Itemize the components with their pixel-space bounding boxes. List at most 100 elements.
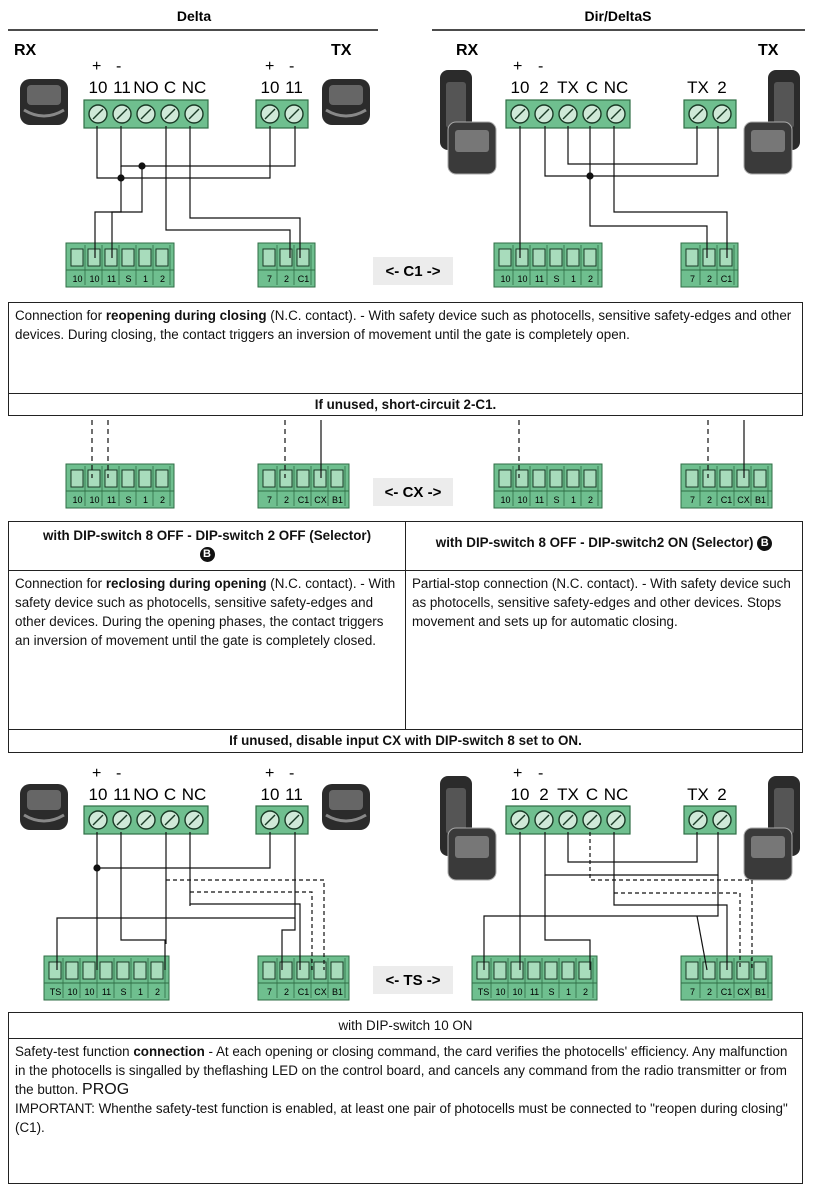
cx-left-title-text: with DIP-switch 8 OFF - DIP-switch 2 OFF… bbox=[42, 528, 372, 543]
c1-description-box: Connection for reopening during closing … bbox=[8, 302, 803, 394]
board-terminal bbox=[138, 469, 152, 488]
board-terminal-label: 10 bbox=[500, 495, 510, 505]
board-terminal bbox=[150, 961, 164, 980]
board-terminal-label: 2 bbox=[707, 274, 712, 284]
terminal-label: 11 bbox=[285, 78, 303, 97]
board-terminal bbox=[313, 961, 327, 980]
cx-right-title-text: with DIP-switch 8 OFF - DIP-switch2 ON (… bbox=[435, 535, 754, 550]
board-terminal bbox=[736, 961, 750, 980]
board-terminal bbox=[685, 961, 699, 980]
screw-slot bbox=[716, 814, 728, 826]
board-terminal-label: S bbox=[125, 274, 131, 284]
board-terminal-label: S bbox=[125, 495, 131, 505]
board-terminal bbox=[515, 469, 529, 488]
screw-slot bbox=[288, 108, 300, 120]
board-terminal-label: 2 bbox=[284, 495, 289, 505]
cx-left-title-box: with DIP-switch 8 OFF - DIP-switch 2 OFF… bbox=[8, 521, 406, 571]
c1-note-box: If unused, short-circuit 2-C1. bbox=[8, 393, 803, 416]
board-terminal-label: 10 bbox=[84, 987, 94, 997]
terminal-label: 10 bbox=[89, 78, 108, 97]
terminal-label: C bbox=[164, 785, 176, 804]
minus-label: - bbox=[289, 765, 294, 782]
board-terminal-label: 11 bbox=[535, 274, 544, 284]
terminal-label: 2 bbox=[539, 78, 548, 97]
board-terminal-label: C1 bbox=[298, 274, 310, 284]
plus-label: + bbox=[92, 765, 101, 782]
mode-ts-label: <- TS -> bbox=[373, 966, 453, 994]
board-terminal bbox=[753, 961, 767, 980]
board-terminal bbox=[527, 961, 541, 980]
board-terminal bbox=[498, 469, 512, 488]
terminal-label: TX bbox=[557, 78, 579, 97]
board-terminal-label: TS bbox=[478, 987, 490, 997]
board-terminal-label: 1 bbox=[143, 495, 148, 505]
delta-rx-device-bottom bbox=[20, 784, 68, 830]
board-terminal-label: CX bbox=[737, 987, 750, 997]
board-terminal-label: CX bbox=[314, 495, 327, 505]
board-terminal bbox=[121, 248, 135, 267]
cx-right-title: with DIP-switch 8 OFF - DIP-switch2 ON (… bbox=[410, 534, 798, 552]
board-terminal bbox=[498, 248, 512, 267]
board-terminal bbox=[330, 961, 344, 980]
board-terminal-label: 1 bbox=[571, 495, 576, 505]
board-terminal bbox=[330, 469, 344, 488]
terminal-label: NO bbox=[133, 78, 159, 97]
screw-slot bbox=[264, 108, 276, 120]
terminal-label: NC bbox=[604, 785, 629, 804]
ts-dir-wires bbox=[483, 832, 753, 971]
cx-left-pre: Connection for bbox=[15, 576, 106, 591]
plus-label: + bbox=[265, 58, 274, 75]
board-terminal bbox=[719, 469, 733, 488]
terminal-label: 2 bbox=[717, 78, 726, 97]
terminal-label: C bbox=[586, 78, 598, 97]
board-terminal-label: 7 bbox=[267, 987, 272, 997]
ts-p1-pre: Safety-test function bbox=[15, 1044, 134, 1059]
c1-desc-bold: reopening during closing bbox=[105, 308, 267, 323]
board-terminal-label: 1 bbox=[571, 274, 576, 284]
board-terminal-label: 10 bbox=[67, 987, 77, 997]
board-terminal bbox=[104, 248, 118, 267]
board-terminal bbox=[70, 469, 84, 488]
badge-b-icon: B bbox=[757, 535, 773, 551]
board-terminal-label: 11 bbox=[530, 987, 539, 997]
plus-label: + bbox=[513, 58, 522, 75]
board-terminal bbox=[561, 961, 575, 980]
mode-ts-text: <- TS -> bbox=[385, 972, 440, 989]
screw-slot bbox=[538, 108, 550, 120]
board-terminal-label: 7 bbox=[267, 274, 272, 284]
screw-slot bbox=[562, 814, 574, 826]
screw-slot bbox=[288, 814, 300, 826]
mode-cx-text: <- CX -> bbox=[385, 484, 442, 501]
board-terminal-label: 2 bbox=[160, 274, 165, 284]
board-terminal-label: CX bbox=[737, 495, 750, 505]
c1-desc-pre: Connection for bbox=[15, 308, 106, 323]
board-terminal-label: B1 bbox=[332, 987, 343, 997]
terminal-label: 10 bbox=[89, 785, 108, 804]
screw-slot bbox=[116, 814, 128, 826]
cx-left-title: with DIP-switch 8 OFF - DIP-switch 2 OFF… bbox=[13, 527, 401, 563]
screw-slot bbox=[562, 108, 574, 120]
board-terminal-label: 11 bbox=[107, 274, 116, 284]
mode-c1-label: <- C1 -> bbox=[373, 257, 453, 285]
board-terminal-label: 7 bbox=[690, 987, 695, 997]
screw-slot bbox=[92, 108, 104, 120]
header-left: Delta bbox=[8, 8, 378, 31]
screw-slot bbox=[140, 814, 152, 826]
ts-p1-post: - At each opening or closing command, th… bbox=[15, 1044, 788, 1097]
header-delta: Delta bbox=[177, 8, 211, 24]
board-terminal-label: TS bbox=[50, 987, 62, 997]
board-terminal bbox=[583, 248, 597, 267]
board-terminal-label: 2 bbox=[707, 495, 712, 505]
minus-label: - bbox=[289, 58, 294, 75]
board-terminal bbox=[736, 469, 750, 488]
terminal-label: 10 bbox=[511, 78, 530, 97]
board-terminal bbox=[48, 961, 62, 980]
